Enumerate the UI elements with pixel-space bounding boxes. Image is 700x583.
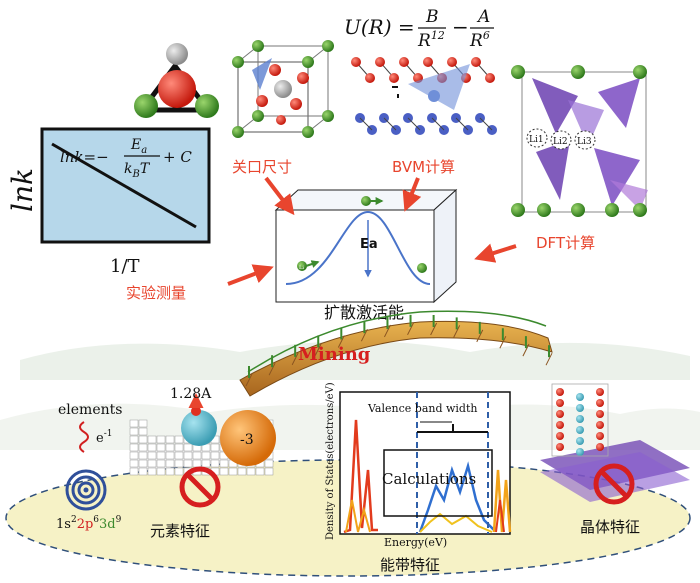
element-features: elements e-1 1s22p63d9 1.28A -3 元素特征 <box>56 386 276 540</box>
flow-arrows <box>227 176 517 286</box>
plot-xlabel: 1/T <box>110 256 140 277</box>
svg-text:R12: R12 <box>417 29 445 51</box>
label-mining: Mining <box>298 344 371 365</box>
label-ea: Ea <box>360 237 378 252</box>
label-radius: 1.28A <box>170 386 212 402</box>
arrhenius-numerator: Ea <box>130 137 147 156</box>
arrhenius-constant: + C <box>163 148 192 166</box>
arrhenius-formula: lnk=− <box>60 148 109 166</box>
arrhenius-denominator: kBT <box>124 161 151 180</box>
fit-line <box>51 142 197 229</box>
label-charge: -3 <box>240 432 254 448</box>
band-feature-plot: Valence band width Calculations Density … <box>325 382 512 574</box>
label-li-site: Li <box>299 265 304 271</box>
dos-ylabel: Density of States(electrons/eV) <box>325 382 336 540</box>
svg-text:R6: R6 <box>469 29 490 51</box>
label-window-size: 关口尺寸 <box>232 158 292 176</box>
label-bvm: BVM计算 <box>392 158 455 176</box>
label-calculations: Calculations <box>382 470 476 488</box>
cation-sphere <box>181 410 217 446</box>
dft-crystal-icon: Li1 Li2 Li3 <box>511 65 648 217</box>
label-band-feature: 能带特征 <box>380 556 440 574</box>
label-electron: e-1 <box>96 429 112 446</box>
svg-text:A: A <box>476 7 490 27</box>
cubic-cell-icon <box>232 40 334 138</box>
label-li1: Li1 <box>529 135 544 145</box>
activation-energy-box: Ea Li 扩散激活能 <box>274 188 458 322</box>
prohibited-icon <box>593 463 635 505</box>
svg-text:U(R) =: U(R) = <box>344 15 415 39</box>
plot-ylabel: lnk <box>6 168 39 212</box>
energy-xlabel: Energy(eV) <box>384 536 447 549</box>
label-activation-energy: 扩散激活能 <box>324 303 404 322</box>
label-li2: Li2 <box>553 137 568 147</box>
prohibited-icon <box>179 466 221 508</box>
bridge-icon <box>239 310 553 397</box>
potential-formula: U(R) = B R12 − A R6 <box>344 7 494 51</box>
svg-text:B: B <box>425 7 439 27</box>
arrhenius-plot: lnk lnk=− Ea kBT + C 1/T <box>6 127 211 277</box>
svg-text:−: − <box>452 15 469 39</box>
triangle-molecule-icon <box>134 43 219 118</box>
label-elements: elements <box>58 402 122 418</box>
red-dot <box>191 406 201 416</box>
atom-shells-icon <box>65 469 107 511</box>
label-dft: DFT计算 <box>536 234 595 252</box>
bvm-structure-icon <box>351 57 497 135</box>
label-element-feature: 元素特征 <box>150 522 210 540</box>
crystal-features: 晶体特征 <box>540 383 690 536</box>
label-valence-band-width: Valence band width <box>367 402 477 415</box>
anion-sphere <box>220 410 276 466</box>
label-crystal-feature: 晶体特征 <box>580 518 640 536</box>
label-li3: Li3 <box>577 137 592 147</box>
electron-config: 1s22p63d9 <box>56 515 122 532</box>
label-experiment: 实验测量 <box>126 284 186 302</box>
electron-wave <box>79 421 89 453</box>
